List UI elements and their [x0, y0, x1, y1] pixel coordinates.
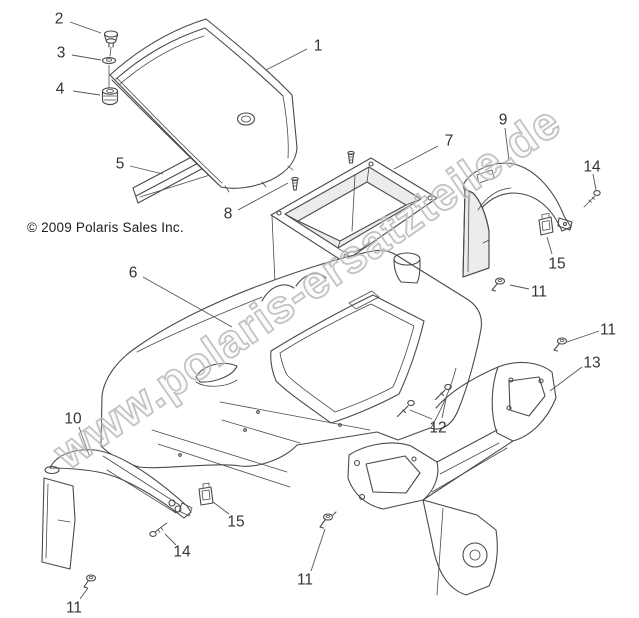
callout-label-11: 11	[66, 600, 82, 617]
callout-leader-14	[164, 533, 177, 546]
callout-leader-6	[142, 276, 233, 328]
fender-flare-right-drawing	[462, 162, 573, 278]
callout-label-15: 15	[548, 256, 565, 273]
callout-label-10: 10	[64, 411, 82, 428]
callout-label-15: 15	[227, 514, 244, 531]
callout-label-14: 14	[583, 159, 601, 176]
callout-label-4: 4	[56, 81, 65, 98]
fender-flare-left-drawing	[41, 449, 193, 570]
callout-leader-12	[409, 409, 433, 420]
copyright-text: © 2009 Polaris Sales Inc.	[27, 220, 184, 235]
callout-leader-1	[265, 48, 308, 71]
callout-label-7: 7	[445, 133, 454, 150]
storage-tray-drawing	[270, 157, 438, 351]
callout-label-11: 11	[297, 572, 313, 589]
callout-label-9: 9	[499, 112, 508, 129]
callout-leader-13	[549, 366, 583, 392]
callout-leader-11	[79, 587, 89, 600]
callout-leader-11	[509, 284, 530, 290]
callout-label-11: 11	[600, 322, 616, 339]
callout-leader-11	[310, 528, 326, 572]
tray-screw-drawing	[291, 150, 355, 191]
callout-label-2: 2	[55, 11, 64, 28]
callout-leader-2	[69, 21, 102, 34]
callout-label-1: 1	[314, 38, 323, 55]
front-bumper-fascia-drawing	[347, 361, 557, 596]
dart-fastener-drawing	[396, 383, 452, 418]
push-rivet-drawing	[83, 277, 568, 589]
screw-drawing	[149, 190, 601, 537]
callout-label-12: 12	[429, 420, 446, 437]
callout-leader-10	[78, 426, 90, 456]
callout-leader-8	[237, 182, 289, 211]
callout-label-3: 3	[57, 45, 66, 62]
front-body-assembly-drawing	[100, 249, 482, 488]
washer-drawing	[101, 56, 117, 65]
callout-label-5: 5	[116, 156, 125, 173]
callout-leader-5	[129, 165, 164, 175]
callout-label-11: 11	[531, 284, 547, 301]
callout-leader-9	[504, 127, 510, 162]
callout-leader-15	[546, 236, 553, 255]
callout-leader-4	[72, 90, 101, 96]
callout-label-6: 6	[129, 265, 138, 282]
callout-label-8: 8	[224, 206, 233, 223]
well-nut-drawing	[101, 87, 119, 106]
callout-leader-3	[71, 54, 102, 61]
callout-leader-7	[393, 145, 439, 170]
callout-label-14: 14	[173, 544, 191, 561]
callout-leader-14	[592, 173, 597, 191]
push-pin-fastener-drawing	[103, 30, 119, 88]
hood-seal-strip-drawing	[132, 151, 214, 204]
callout-leader-15	[212, 501, 230, 515]
callout-label-13: 13	[583, 355, 600, 372]
callout-leader-12	[441, 398, 447, 419]
callout-leader-11	[566, 330, 600, 343]
hood-drawing	[109, 18, 298, 193]
u-clip-nut-drawing	[198, 213, 554, 506]
